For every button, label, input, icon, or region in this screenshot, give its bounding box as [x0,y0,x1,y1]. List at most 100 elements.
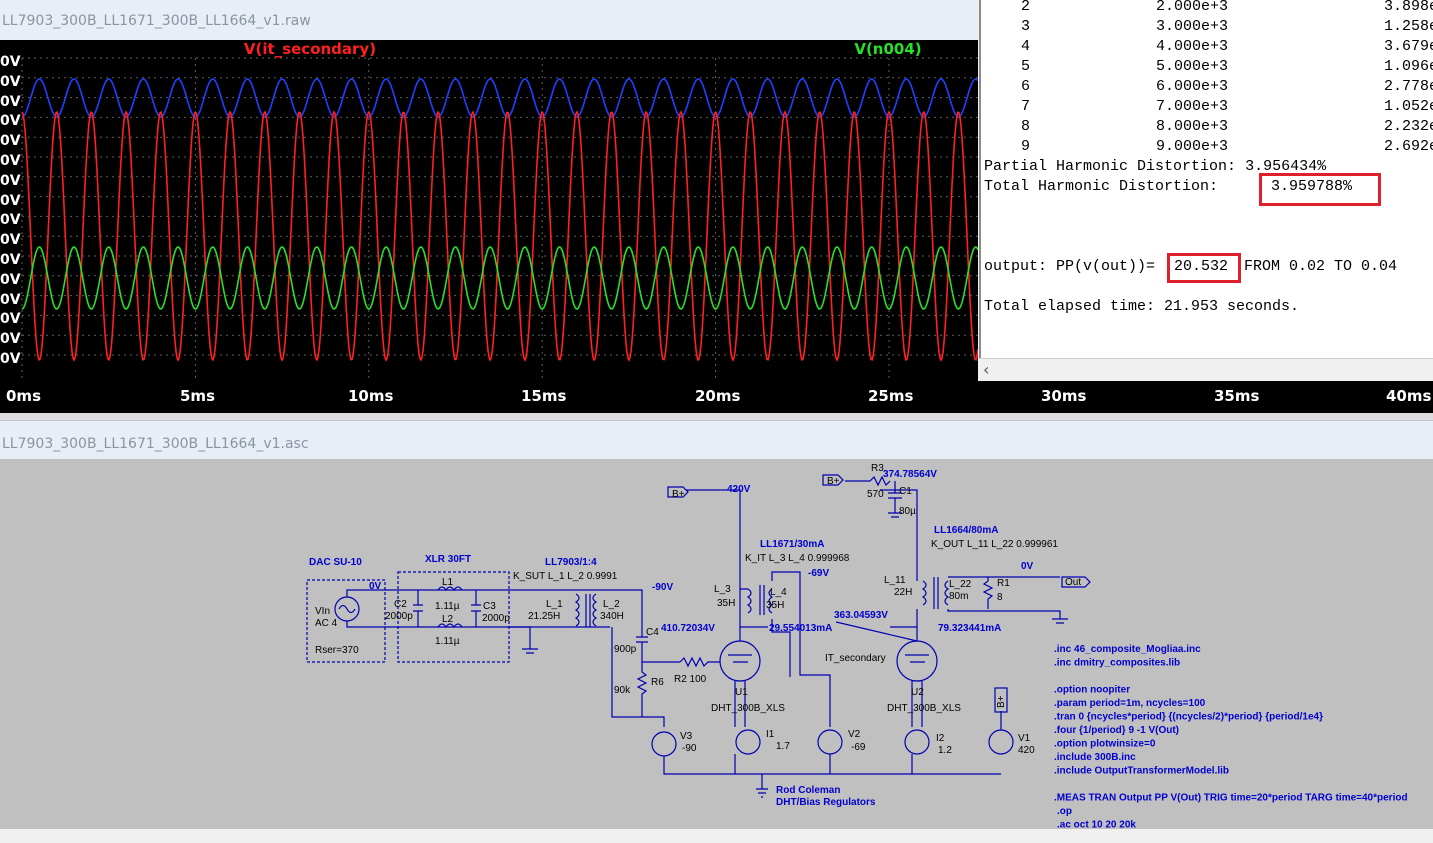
y-tick-label: 0V [0,73,21,90]
harmonic-val: 1.096e [1384,58,1433,75]
directive-line: .option plotwinsize=0 [1054,739,1156,750]
y-tick-label: 0V [0,133,21,150]
label-l1v: 1.11µ [435,601,460,612]
label-l22: L_22 [949,579,972,590]
label-vin: VIn [315,606,330,617]
label-kit: K_IT L_3 L_4 0.999968 [745,553,850,564]
y-tick-label: 0V [0,153,21,169]
label-v3: V3 [680,731,693,742]
label-c4: C4 [646,627,659,638]
label-lx2v: 340H [600,611,624,622]
label-l4v: 35H [766,600,784,611]
label-l2: L2 [442,614,454,625]
y-tick-label: 0V [0,54,21,70]
label-c1: C1 [899,486,912,497]
label-420v: 420V [727,484,751,495]
label-l4: L_4 [770,587,787,598]
directive-line: .inc 46_composite_Mogliaa.inc [1054,644,1201,655]
label-u2: U2 [911,687,924,698]
label-xlr: XLR 30FT [425,554,471,565]
waveform-window-titlebar[interactable]: LL7903_300B_LL1671_300B_LL1664_v1.raw [0,0,978,41]
label-v1v: 420 [1018,745,1035,756]
label-c2v: 2000p [385,611,413,622]
label-dhtbias: DHT/Bias Regulators [776,797,876,808]
harmonic-n: 8 [1021,118,1031,135]
trace-blue [21,78,979,118]
x-tick-20: 20ms [695,387,741,405]
label-c1v: 80µ [899,506,916,517]
waveform-plot[interactable]: V(it_secondary) V(n004) [0,40,979,381]
schematic-window-titlebar[interactable]: LL7903_300B_LL1671_300B_LL1664_v1.asc [0,420,1433,460]
trace-green [21,246,979,310]
schematic-canvas[interactable]: DAC SU-10 XLR 30FT LL7903/1:4 K_SUT L_1 … [0,459,1433,831]
label-v1: V1 [1018,733,1031,744]
label-bplus-2: B+ [827,476,840,487]
horizontal-scrollbar[interactable]: ‹ [979,358,1433,381]
harmonic-val: 1.052e [1384,98,1433,115]
label-r6v: 90k [614,685,631,696]
phd-label: Partial Harmonic Distortion: [984,158,1237,175]
label-m90: -90V [652,582,673,593]
scroll-left-icon[interactable]: ‹ [983,360,990,379]
harmonic-n: 7 [1021,98,1031,115]
label-rod: Rod Coleman [776,785,840,796]
trace-red [21,110,979,362]
harmonic-freq: 5.000e+3 [1156,58,1229,75]
thd-highlight-box [1259,173,1381,206]
label-l2v: 1.11µ [435,636,460,647]
label-m69: -69V [808,568,829,579]
y-tick-label: 0V [0,252,21,268]
schematic-labels: DAC SU-10 XLR 30FT LL7903/1:4 K_SUT L_1 … [309,463,1081,808]
label-rser: Rser=370 [315,645,359,656]
label-v3v: -90 [682,743,697,754]
harmonic-freq: 9.000e+3 [1156,138,1229,155]
output-range: FROM 0.02 TO 0.04 [1244,258,1398,275]
trace-label-n004: V(n004) [854,40,921,58]
y-tick-label: 0V [0,93,21,110]
waveform-plot-svg: V(it_secondary) V(n004) [21,40,979,381]
total-hd-label: Total Harmonic Distortion: [984,178,1219,195]
label-i2: I2 [936,733,945,744]
partial-hd-row: Partial Harmonic Distortion: 3.956434% [984,158,1326,175]
x-tick-35: 35ms [1214,387,1260,405]
harmonic-n: 3 [1021,18,1031,35]
window-separator [0,413,1433,420]
label-l22v: 80m [949,591,968,602]
label-lx1: L_1 [546,599,563,610]
label-ll1664: LL1664/80mA [934,525,998,536]
x-axis-bar [0,381,1433,413]
directive-line: .MEAS TRAN Output PP V(Out) TRIG time=20… [1054,793,1408,804]
y-tick-label: 0V [0,232,21,249]
harmonic-n: 2 [1021,0,1031,15]
phd-value: 3.956434% [1245,158,1327,175]
label-kout: K_OUT L_11 L_22 0.999961 [931,539,1058,550]
xlr-box [397,571,510,663]
label-c3: C3 [483,601,496,612]
waveform-window-title: LL7903_300B_LL1671_300B_LL1664_v1.raw [2,13,311,29]
schematic-wires [306,474,1091,798]
label-0v-a: 0V [369,581,382,592]
label-l11: L_11 [884,575,906,586]
harmonic-val: 2.692e [1384,138,1433,155]
label-v2: V2 [848,729,861,740]
label-i1v: 1.7 [776,741,790,752]
harmonic-freq: 8.000e+3 [1156,118,1229,135]
x-tick-10: 10ms [348,387,394,405]
harmonic-freq: 2.000e+3 [1156,0,1229,15]
spice-directives: .inc 46_composite_Mogliaa.inc.inc dmitry… [1054,644,1408,831]
harmonic-n: 6 [1021,78,1031,95]
label-lx1v: 21.25H [528,611,560,622]
label-bplus-1: B+ [672,489,685,500]
label-r2: R2 100 [674,674,707,685]
directive-line: .tran 0 {ncycles*period} {(ncycles/2)*pe… [1054,712,1323,723]
label-c4v: 900p [614,644,637,655]
x-tick-40: 40ms [1386,387,1432,405]
label-l3v: 35H [717,598,735,609]
label-n374: 374.78564V [883,469,937,480]
label-r1v: 8 [997,592,1003,603]
label-n410: 410.72034V [661,623,715,634]
label-dht1: DHT_300B_XLS [711,703,785,714]
label-ksut: K_SUT L_1 L_2 0.9991 [513,571,618,582]
label-i2v: 1.2 [938,745,952,756]
